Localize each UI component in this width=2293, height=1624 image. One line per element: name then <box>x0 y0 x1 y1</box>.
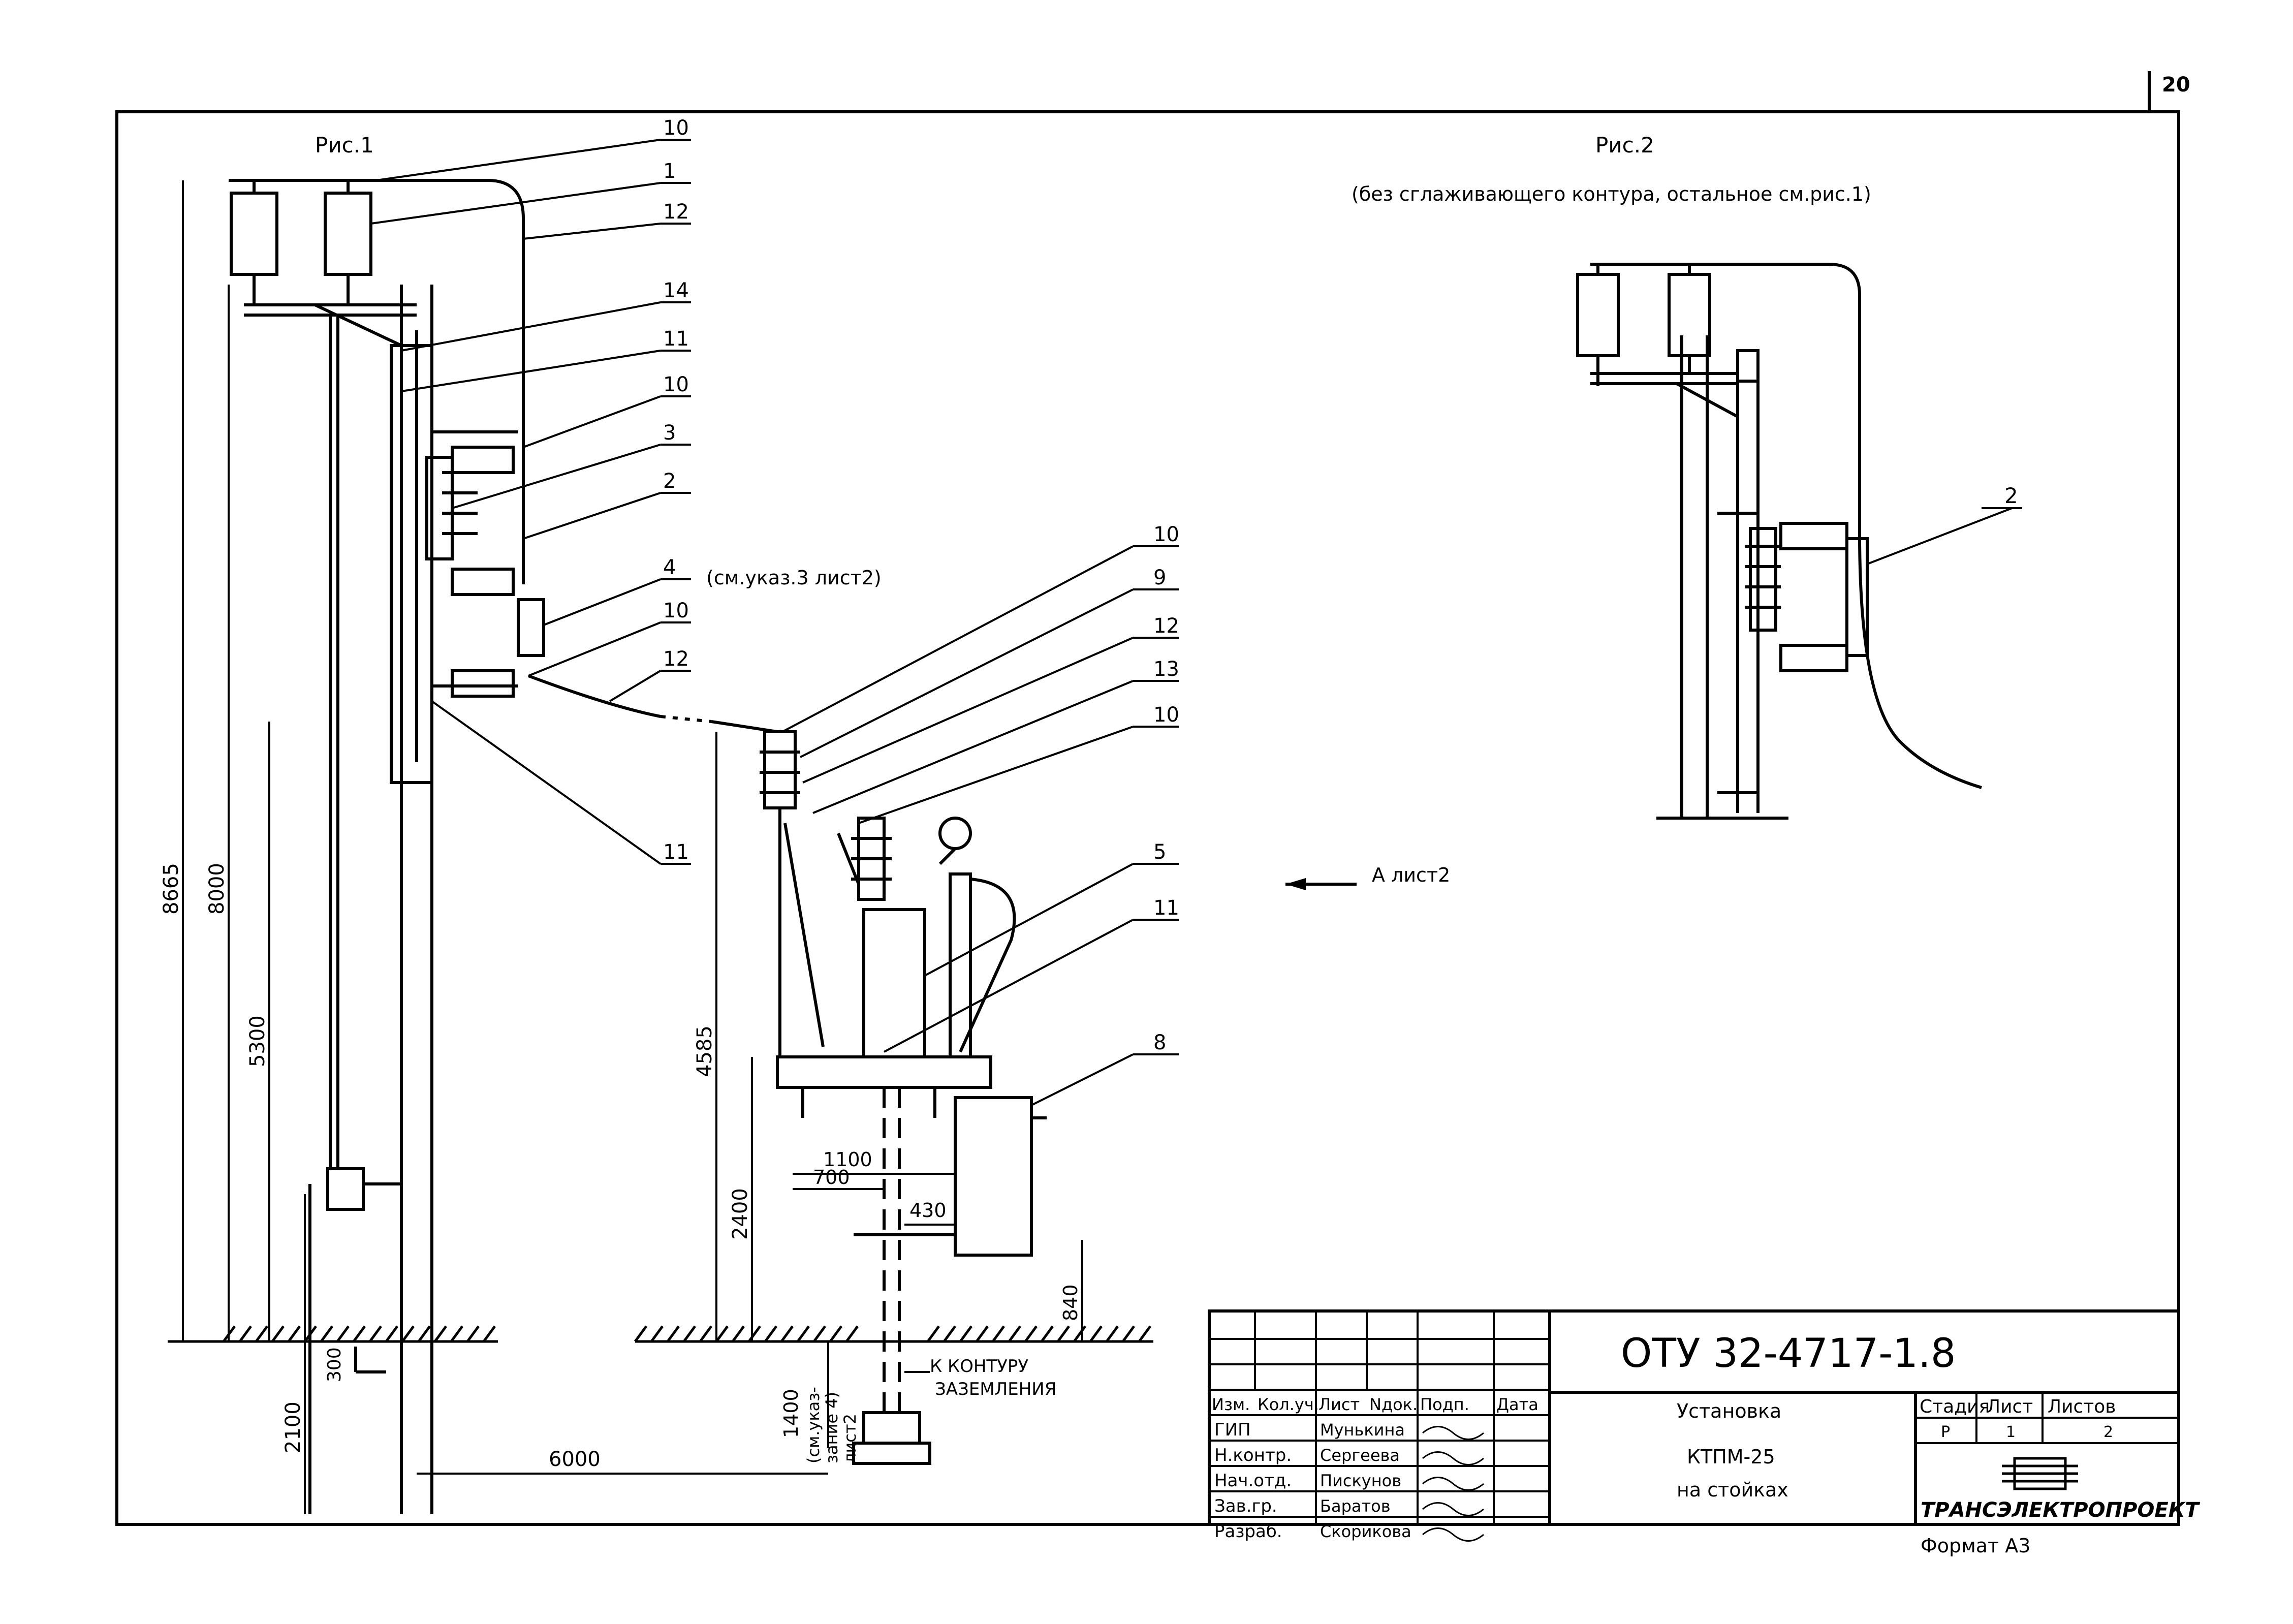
callout-left-7: 3 <box>663 421 676 445</box>
dim-2100: 2100 <box>281 1401 305 1453</box>
ground-hatching <box>222 1325 1152 1342</box>
dim-700: 700 <box>813 1166 850 1189</box>
callout-left-6: 10 <box>663 373 689 396</box>
dim-6000: 6000 <box>549 1448 601 1471</box>
tb-role-3: Нач.отд. <box>1214 1471 1292 1491</box>
sheet-frame <box>115 71 2180 1526</box>
cable-span <box>527 674 778 733</box>
sheet-value: 1 <box>2006 1423 2016 1441</box>
left-pole-assembly <box>229 179 545 1514</box>
callout-left-8: 2 <box>663 470 676 493</box>
dim-1100: 1100 <box>823 1148 872 1171</box>
description-line1: Установка <box>1677 1400 1781 1422</box>
stage-header: Стадия <box>1920 1396 1990 1417</box>
callout-left-1: 10 <box>663 116 689 140</box>
dim-430: 430 <box>909 1199 947 1222</box>
tb-signature-2 <box>1422 1451 1484 1465</box>
callout-right-2: 9 <box>1153 566 1166 589</box>
callout-right-3: 12 <box>1153 614 1179 638</box>
tb-name-3: Пискунов <box>1320 1471 1401 1490</box>
tb-signature-1 <box>1422 1426 1484 1440</box>
tb-name-4: Баратов <box>1320 1496 1391 1516</box>
callout-right-7: 11 <box>1153 896 1179 920</box>
transformer-assembly <box>760 730 1047 1465</box>
dim-8000: 8000 <box>205 863 229 915</box>
callout-right-5: 10 <box>1153 703 1179 727</box>
description-line2: КТПМ-25 <box>1687 1446 1775 1468</box>
tb-signature-5 <box>1422 1527 1484 1542</box>
tb-role-5: Разраб. <box>1214 1521 1282 1542</box>
callout-left-3: 12 <box>663 200 689 224</box>
doc-code: ОТУ 32-4717-1.8 <box>1621 1331 1956 1377</box>
tb-header-1: Изм. <box>1212 1395 1250 1414</box>
title-block <box>1208 1309 2180 1526</box>
dim-1400: 1400 <box>780 1389 802 1438</box>
figure2-title: Рис.2 <box>1595 133 1654 158</box>
dim-840: 840 <box>1059 1284 1082 1321</box>
dim-8665: 8665 <box>160 863 183 915</box>
format-label: Формат А3 <box>1921 1535 2030 1557</box>
callout-right-4: 13 <box>1153 658 1179 681</box>
tb-header-6: Дата <box>1496 1395 1538 1414</box>
tb-role-4: Зав.гр. <box>1214 1496 1277 1516</box>
side-note-line3: лист2 <box>840 1414 860 1463</box>
view-a-arrow: А лист2 <box>1285 864 1450 890</box>
company-logo <box>2002 1457 2078 1490</box>
callout-left-4: 14 <box>663 279 689 302</box>
side-note-line2: зание 4) <box>822 1392 841 1463</box>
sheets-value: 2 <box>2103 1423 2113 1441</box>
figure2-callout: 2 <box>1867 483 2022 565</box>
tb-role-2: Н.контр. <box>1214 1445 1292 1465</box>
view-a-label: А лист2 <box>1372 864 1450 886</box>
dim-300: 300 <box>324 1347 345 1382</box>
callout-group: 10 1 12 14 11 10 3 2 4 10 12 11 10 9 12 13 10 5 11 8 <box>370 116 1179 1106</box>
callout-left-5: 11 <box>663 327 689 351</box>
company-name: ТРАНСЭЛЕКТРОПРОЕКТ <box>1921 1498 2200 1522</box>
callout-left-2: 1 <box>663 160 676 183</box>
callout-left-12: 11 <box>663 840 689 864</box>
callout-left-11: 12 <box>663 647 689 671</box>
sheets-header: Листов <box>2048 1396 2116 1417</box>
tb-header-3: Лист <box>1318 1395 1360 1414</box>
dim-2400: 2400 <box>729 1188 752 1240</box>
callout-left-9: 4 <box>663 556 676 579</box>
sheet-ref-note: (см.указ.3 лист2) <box>706 567 882 589</box>
tb-name-2: Сергеева <box>1320 1446 1400 1465</box>
ground-label-line2: ЗАЗЕМЛЕНИЯ <box>935 1379 1056 1399</box>
figure2-subtitle: (без сглаживающего контура, остальное см… <box>1352 183 1871 205</box>
dim-4585: 4585 <box>693 1025 716 1077</box>
stage-value: Р <box>1941 1423 1950 1441</box>
callout-right-6: 5 <box>1153 840 1166 864</box>
side-note-line1: (см.указ- <box>804 1387 823 1463</box>
tb-signature-3 <box>1422 1477 1484 1491</box>
callout-left-10: 10 <box>663 599 689 622</box>
tb-header-4: Nдок. <box>1369 1395 1418 1414</box>
page-number: 20 <box>2162 73 2190 97</box>
tb-name-5: Скорикова <box>1320 1522 1411 1541</box>
figure2-callout-2: 2 <box>2004 483 2018 508</box>
callout-right-8: 8 <box>1153 1031 1166 1054</box>
title-block-headers: Изм. Кол.уч.Лист Nдок.Подп. Дата <box>1212 1395 1538 1414</box>
tb-signature-4 <box>1422 1502 1484 1516</box>
callout-right-1: 10 <box>1153 523 1179 546</box>
tb-role-1: ГИП <box>1214 1420 1251 1440</box>
figure1-title: Рис.1 <box>315 133 374 158</box>
dim-5300: 5300 <box>246 1015 269 1067</box>
tb-header-5: Подп. <box>1420 1395 1469 1414</box>
figure2-pole-assembly <box>1576 263 1982 820</box>
tb-header-2: Кол.уч. <box>1258 1395 1319 1414</box>
dimension-lines <box>182 180 1083 1514</box>
description-line3: на стойках <box>1677 1479 1788 1501</box>
sheet-header: Лист <box>1987 1396 2033 1417</box>
ground-label-line1: К КОНТУРУ <box>930 1356 1028 1377</box>
tb-name-1: Мунькина <box>1320 1420 1405 1440</box>
